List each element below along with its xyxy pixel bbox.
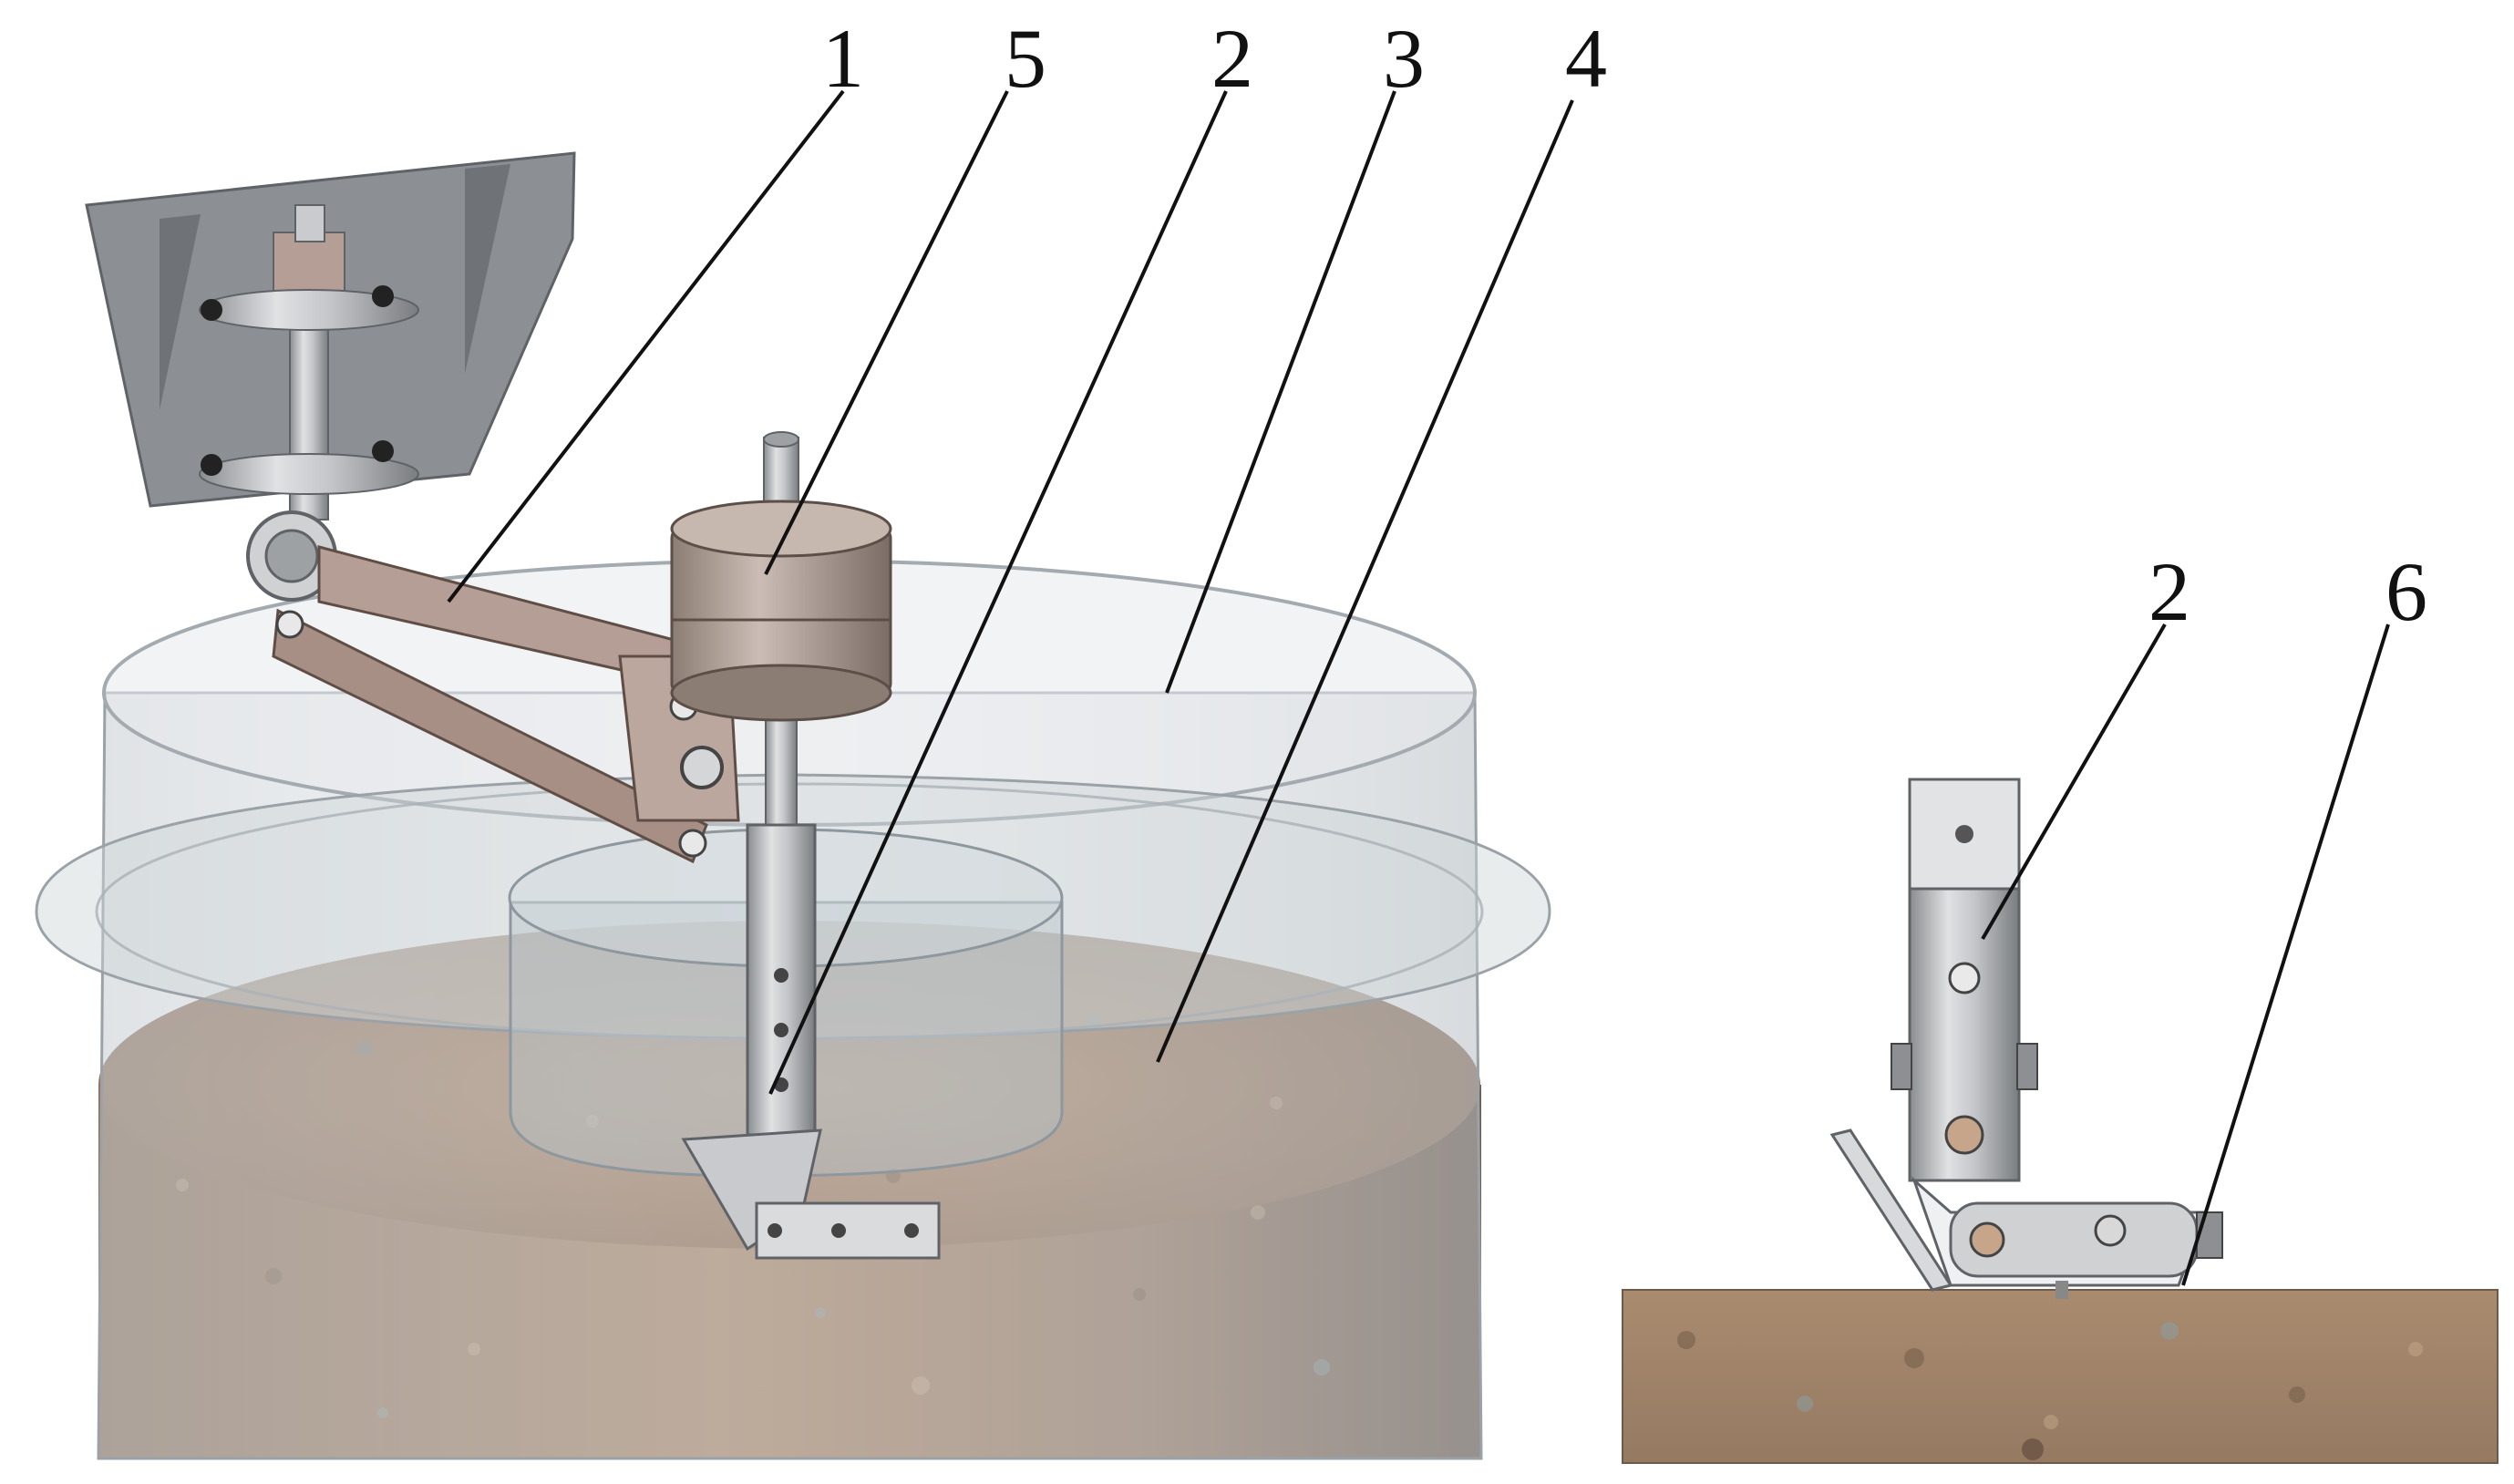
callout-3: 3 bbox=[1383, 12, 1425, 105]
callout-5: 5 bbox=[1005, 12, 1046, 105]
pivot-shaft bbox=[199, 204, 419, 602]
leader-lines bbox=[447, 89, 2390, 1286]
leader-6 bbox=[2181, 623, 2390, 1286]
tillage-tool-left bbox=[681, 1128, 941, 1260]
parallel-link-arms bbox=[272, 545, 740, 864]
ballast-weight bbox=[670, 500, 892, 722]
leader-5 bbox=[764, 90, 1009, 575]
leader-1 bbox=[447, 89, 845, 603]
lower-arm bbox=[272, 608, 708, 864]
leader-4 bbox=[1156, 99, 1574, 1063]
callout-4: 4 bbox=[1565, 12, 1607, 105]
leader-3 bbox=[1165, 90, 1396, 694]
callout-1: 1 bbox=[822, 12, 864, 105]
callout-2-closeup: 2 bbox=[2148, 545, 2190, 638]
leader-2b bbox=[1981, 623, 2167, 941]
callout-2: 2 bbox=[1211, 12, 1253, 105]
leader-2 bbox=[768, 90, 1228, 1095]
callout-6: 6 bbox=[2385, 545, 2427, 638]
callout-labels: 1 5 2 3 4 2 6 bbox=[822, 12, 2427, 638]
tillage-tool-right bbox=[1829, 778, 2223, 1299]
soil-strip-right bbox=[1622, 1289, 2499, 1464]
